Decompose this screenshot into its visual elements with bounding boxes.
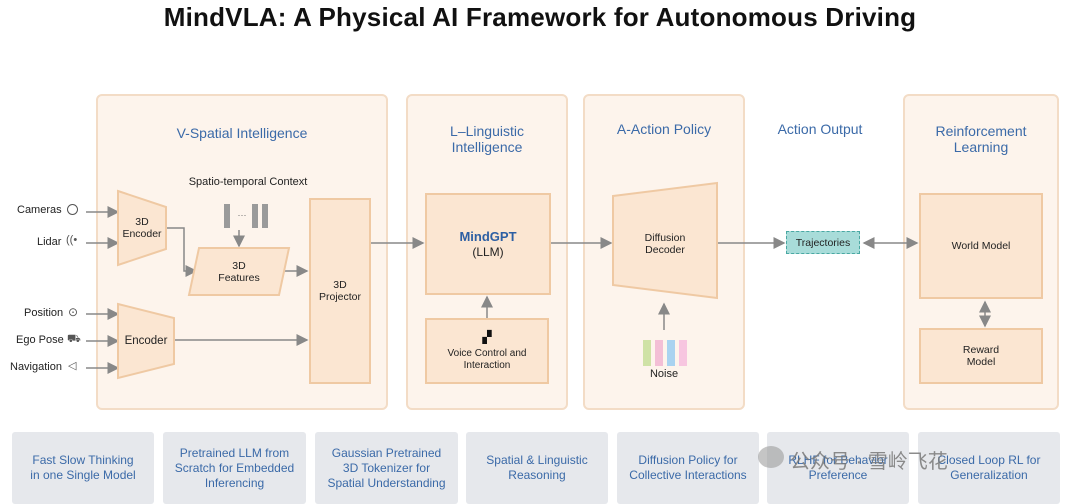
voice-control-box: ▞ Voice Control and Interaction [425, 318, 549, 384]
camera-icon [67, 204, 78, 215]
noise-label: Noise [649, 368, 679, 380]
noise-bar [667, 340, 675, 366]
trajectories-box: Trajectories [786, 231, 860, 254]
llm-label: (LLM) [472, 244, 504, 259]
l-linguistic-title: L–Linguistic Intelligence [450, 123, 524, 155]
mindgpt-label: MindGPT [459, 228, 517, 244]
encoder-label: Encoder [124, 335, 168, 347]
noise-bar [643, 340, 651, 366]
feature-box: Pretrained LLM from Scratch for Embedded… [163, 432, 306, 504]
feature-box: Closed Loop RL for Generalization [918, 432, 1060, 504]
projector-3d-label: 3D Projector [318, 279, 361, 303]
feature-box: Fast Slow Thinking in one Single Model [12, 432, 154, 504]
v-spatial-title: V-Spatial Intelligence [176, 125, 308, 141]
reinforcement-title: Reinforcement Learning [935, 123, 1027, 155]
wechat-icon [758, 446, 784, 468]
feature-label: Fast Slow Thinking in one Single Model [30, 453, 136, 482]
action-output-title: Action Output [777, 121, 863, 137]
input-position-label: Position [24, 307, 64, 319]
a-action-title: A-Action Policy [616, 121, 712, 137]
car-icon: ⛟ [67, 333, 81, 345]
feature-label: RLHF for Behavior Preference [788, 453, 888, 482]
feature-label: Pretrained LLM from Scratch for Embedded… [174, 445, 295, 490]
voice-control-label: Voice Control and Interaction [447, 348, 527, 371]
diagram-title: MindVLA: A Physical AI Framework for Aut… [163, 2, 917, 32]
lidar-icon: ((• [66, 234, 78, 246]
noise-bar [679, 340, 687, 366]
encoder-3d-label: 3D Encoder [122, 216, 162, 240]
feature-box: Spatial & Linguistic Reasoning [466, 432, 608, 504]
voice-control-icon: ▞ [482, 330, 492, 344]
context-frames-icon: ··· [224, 204, 270, 228]
feature-label: Gaussian Pretrained 3D Tokenizer for Spa… [327, 445, 446, 490]
noise-bar [655, 340, 663, 366]
feature-box: RLHF for Behavior Preference [767, 432, 909, 504]
projector-3d-box: 3D Projector [309, 198, 371, 384]
location-pin-icon: ⊙ [68, 305, 79, 319]
input-navigation-label: Navigation [10, 361, 62, 373]
input-cameras-label: Cameras [17, 204, 62, 216]
spatio-temporal-context-label: Spatio-temporal Context [188, 176, 308, 188]
feature-label: Diffusion Policy for Collective Interact… [629, 453, 747, 482]
watermark-text: 公众号 · 雪岭飞花 [790, 451, 948, 473]
input-lidar-label: Lidar [37, 236, 62, 248]
feature-box: Diffusion Policy for Collective Interact… [617, 432, 759, 504]
reward-model-box: Reward Model [919, 328, 1043, 384]
mindgpt-box: MindGPT (LLM) [425, 193, 551, 295]
navigation-arrow-icon: ◁ [68, 360, 77, 372]
world-model-label: World Model [951, 240, 1011, 252]
reward-model-label: Reward Model [962, 344, 1000, 368]
feature-box: Gaussian Pretrained 3D Tokenizer for Spa… [315, 432, 458, 504]
world-model-box: World Model [919, 193, 1043, 299]
input-ego-pose-label: Ego Pose [16, 334, 64, 346]
trajectories-label: Trajectories [795, 236, 851, 249]
feature-label: Spatial & Linguistic Reasoning [486, 453, 588, 482]
noise-bars [643, 340, 687, 366]
feature-label: Closed Loop RL for Generalization [937, 453, 1041, 482]
features-3d-label: 3D Features [218, 260, 260, 284]
diffusion-decoder-label: Diffusion Decoder [644, 232, 686, 256]
